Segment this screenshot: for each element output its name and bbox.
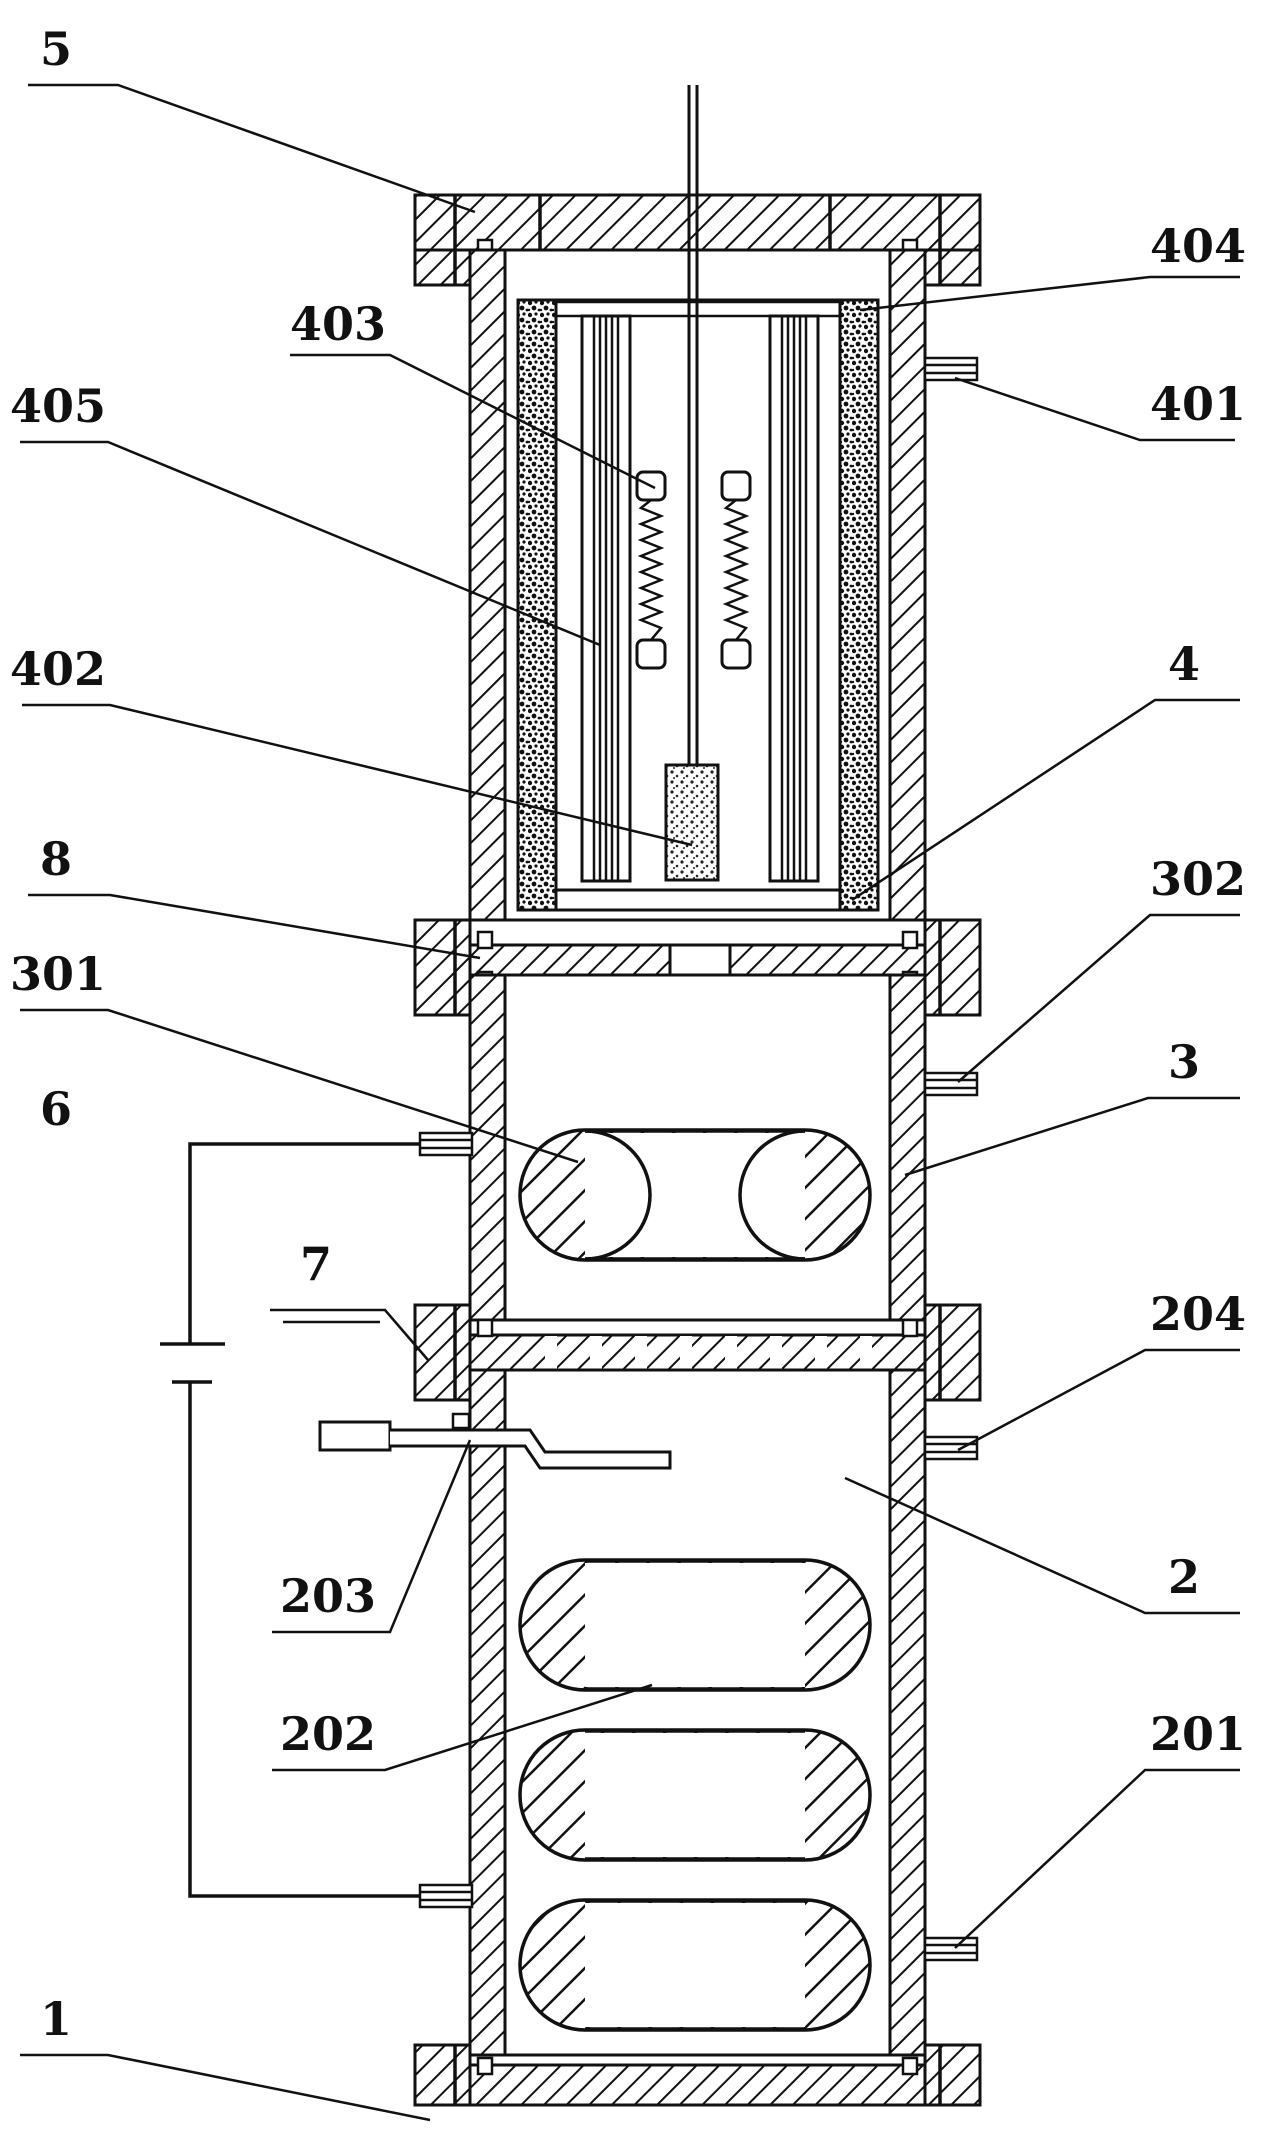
- bottom-base: [413, 2043, 982, 2107]
- gas-port-201: [923, 1936, 979, 1962]
- label-202: 202: [280, 1707, 376, 1761]
- electrode-coil-202-middle: [518, 1728, 872, 1862]
- callout-labels: 5 404 403 401 405 402 4 8 302 301 3 6 7 …: [10, 22, 1246, 2046]
- gas-port-302: [923, 1071, 979, 1097]
- leader-lines: [20, 83, 1240, 2122]
- electrode-terminal-upper: [418, 1131, 474, 1157]
- heater-strip-right: [768, 314, 820, 883]
- label-4: 4: [1168, 637, 1200, 691]
- label-405: 405: [10, 379, 106, 433]
- spring-element-right: [720, 470, 752, 670]
- label-403: 403: [290, 297, 386, 351]
- heater-strip-left: [580, 314, 632, 883]
- label-302: 302: [1150, 852, 1246, 906]
- lower-chamber: [468, 1368, 927, 2057]
- electrode-terminal-lower: [418, 1883, 474, 1909]
- sampling-probe-203: [318, 1412, 672, 1470]
- middle-chamber: [468, 973, 927, 1322]
- hanging-rod: [687, 85, 699, 765]
- insulation-right: [838, 298, 880, 912]
- label-404: 404: [1150, 219, 1246, 273]
- sample-crucible: [664, 763, 720, 882]
- label-203: 203: [280, 1569, 376, 1623]
- label-402: 402: [10, 642, 106, 696]
- gas-port-204: [923, 1435, 979, 1461]
- label-7: 7: [300, 1237, 332, 1291]
- insulation-left: [516, 298, 558, 912]
- label-3: 3: [1168, 1035, 1200, 1089]
- furnace-assembly: [516, 85, 880, 912]
- label-5: 5: [40, 22, 72, 76]
- power-circuit-6: [160, 1142, 420, 1898]
- label-8: 8: [40, 832, 72, 886]
- label-1: 1: [40, 1992, 72, 2046]
- gas-port-401: [923, 356, 979, 382]
- label-6: 6: [40, 1082, 72, 1136]
- label-2: 2: [1168, 1550, 1200, 1604]
- label-201: 201: [1150, 1707, 1246, 1761]
- electrode-coil-202-lower: [518, 1898, 872, 2032]
- label-401: 401: [1150, 377, 1246, 431]
- label-301: 301: [10, 947, 106, 1001]
- flange-plate-8: [413, 918, 982, 1017]
- label-204: 204: [1150, 1287, 1246, 1341]
- electrode-coil-202-upper: [518, 1558, 872, 1692]
